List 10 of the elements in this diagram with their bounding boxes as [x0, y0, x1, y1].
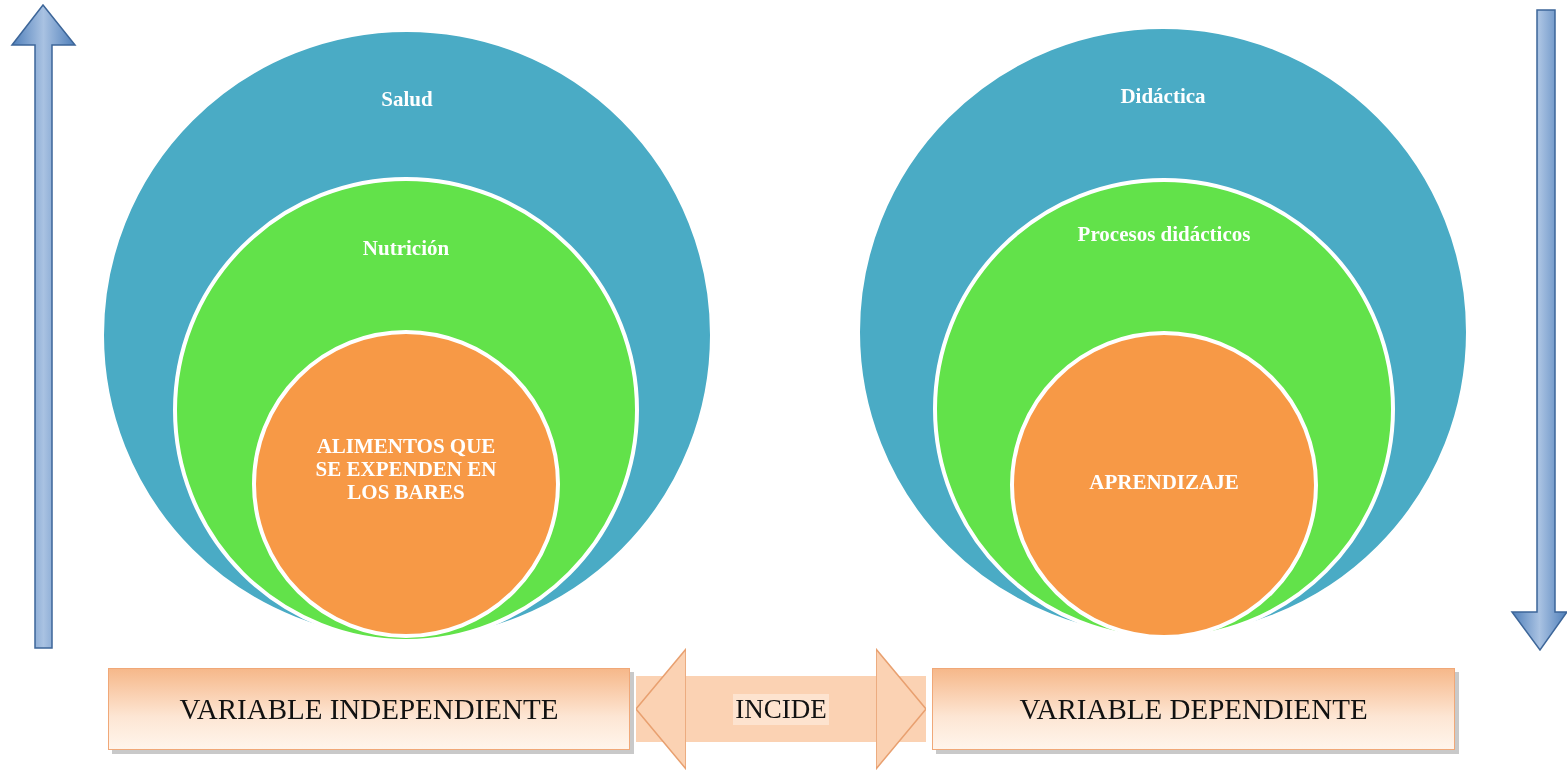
- circle-label: Didáctica: [1119, 85, 1207, 109]
- circle-label: Nutrición: [361, 237, 451, 261]
- double-arrow: [635, 648, 927, 770]
- circle-node: [252, 330, 560, 638]
- circle-label: ALIMENTOS QUE SE EXPENDEN EN LOS BARES: [314, 435, 498, 505]
- edge-label: INCIDE: [733, 693, 829, 725]
- circle-label: APRENDIZAJE: [1088, 471, 1240, 495]
- circle-label: Salud: [380, 88, 434, 112]
- circle-node: [1010, 331, 1318, 639]
- circle-label: Procesos didácticos: [1076, 223, 1252, 247]
